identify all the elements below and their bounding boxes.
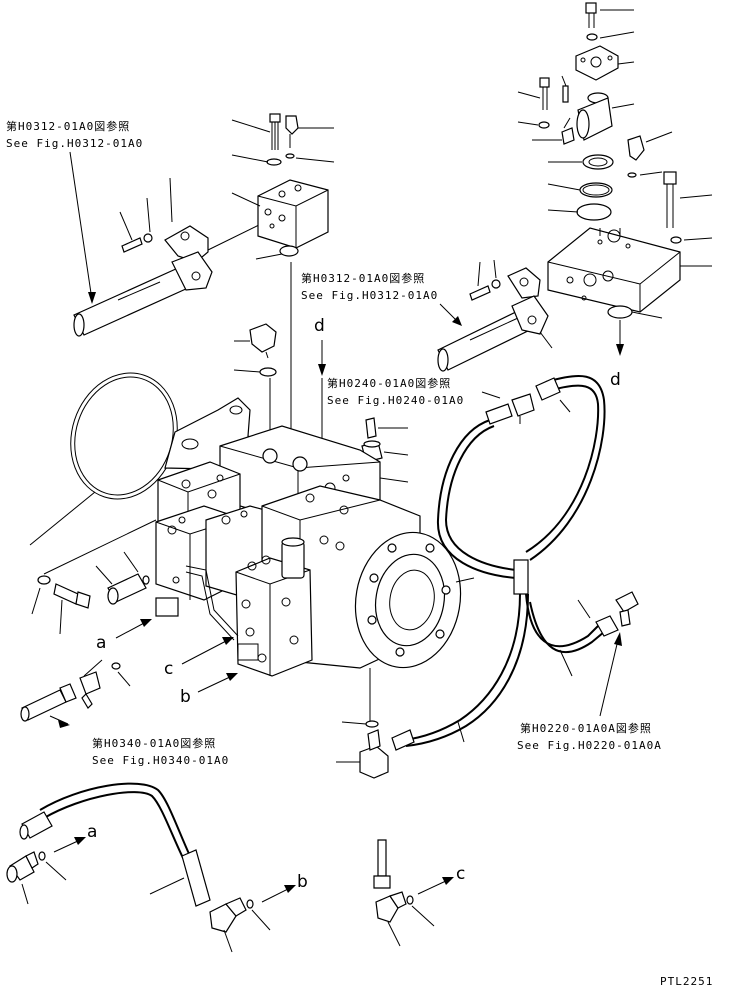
ref-center-jp: 第H0240-01A0図参照 [327,376,451,390]
main-pump [29,372,475,722]
letter-d-top: d [314,316,325,336]
letter-b-mid: b [180,687,191,707]
ref-center: 第H0240-01A0図参照 See Fig.H0240-01A0 [327,376,464,407]
ref-mid-right: 第H0312-01A0図参照 See Fig.H0312-01A0 [301,259,553,372]
ref-bottom-right-en: See Fig.H0220-01A0A [517,739,662,752]
letter-a-mid: a [96,633,106,653]
fittings-left-lower [20,659,131,728]
assembly-upper-right [517,2,713,356]
letter-d-right: d [610,370,621,390]
ref-bottom-left: 第H0340-01A0図参照 See Fig.H0340-01A0 [92,736,229,767]
ref-bottom-left-en: See Fig.H0340-01A0 [92,754,229,767]
letter-c-mid: c [164,659,173,679]
ref-top-left-en: See Fig.H0312-01A0 [6,137,143,150]
ref-bottom-right-jp: 第H0220-01A0A図参照 [520,721,652,735]
ref-mid-right-en: See Fig.H0312-01A0 [301,289,438,302]
ref-bottom-right: 第H0220-01A0A図参照 See Fig.H0220-01A0A [517,632,662,752]
drawing-code: PTL2251 [660,975,713,988]
letter-a-low: a [87,822,97,842]
ref-top-left-jp: 第H0312-01A0図参照 [6,119,130,133]
detail-bottom: a b c [6,782,465,953]
letter-b-low: b [297,872,308,892]
ref-center-en: See Fig.H0240-01A0 [327,394,464,407]
ref-bottom-left-jp: 第H0340-01A0図参照 [92,736,216,750]
fittings-left [31,519,157,635]
ref-mid-right-jp: 第H0312-01A0図参照 [301,271,425,285]
ref-top-left: 第H0312-01A0図参照 See Fig.H0312-01A0 [6,119,143,304]
letter-c-low: c [456,864,465,884]
pipe-upper-left [73,177,266,337]
hoses-right [336,374,639,779]
block-upper-left [231,113,335,260]
